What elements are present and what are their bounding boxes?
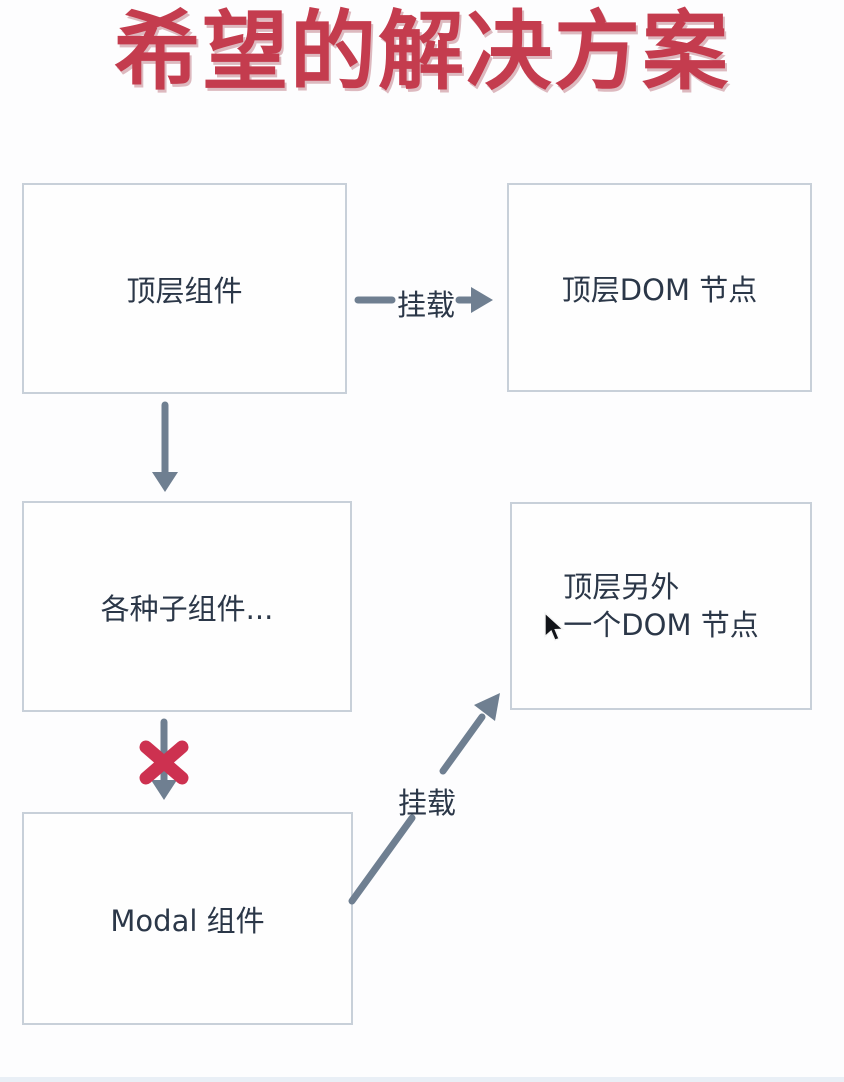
node-top-dom-label: 顶层DOM 节点 [561,272,758,307]
node-another-dom-label: 顶层另外 一个DOM 节点 [563,568,758,644]
page-title: 希望的解决方案 [114,2,730,102]
down-arrow [152,401,178,492]
edge-label-mount-modal: 挂载 [397,786,456,820]
blocked-down-arrow [139,718,189,800]
node-top-dom: 顶层DOM 节点 [507,183,812,392]
node-child-components-label: 各种子组件... [100,591,274,626]
node-another-dom: 顶层另外 一个DOM 节点 [510,502,812,710]
cross-icon [139,740,189,785]
page-bottom-edge [0,1077,844,1082]
arrow-down-icon [151,780,177,800]
node-child-components: 各种子组件... [22,501,352,712]
node-modal-component: Modal 组件 [22,812,353,1025]
arrow-up-right-icon [474,693,500,721]
node-top-component-label: 顶层组件 [126,273,243,308]
node-modal-component-label: Modal 组件 [110,903,265,938]
node-another-dom-line2: 一个DOM 节点 [563,608,759,642]
node-top-component: 顶层组件 [22,183,347,394]
node-another-dom-line1: 顶层另外 [563,570,680,604]
arrow-right-icon [471,287,493,313]
mouse-cursor-icon [544,612,565,642]
edge-label-mount-top: 挂载 [396,288,455,322]
arrow-down-icon [152,472,178,492]
